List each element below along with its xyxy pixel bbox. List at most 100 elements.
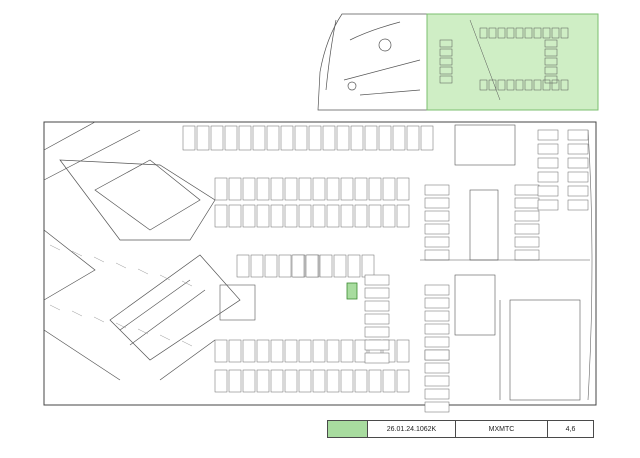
parking-stall <box>236 254 250 278</box>
parking-stall <box>291 254 305 278</box>
key-plan-stall <box>515 27 524 39</box>
parking-stall <box>354 204 368 228</box>
parking-stall <box>326 339 340 363</box>
parking-stall <box>214 204 228 228</box>
key-plan-stall <box>497 79 506 91</box>
parking-stall <box>308 125 322 151</box>
parking-stall <box>406 125 420 151</box>
parking-stall <box>424 284 450 296</box>
parking-stall <box>364 125 378 151</box>
key-plan-stall <box>542 79 551 91</box>
parking-stall <box>368 204 382 228</box>
parking-stall <box>266 125 280 151</box>
info-strip: 26.01.24.1062K МХМТС 4,6 <box>327 420 594 438</box>
parking-stall <box>424 388 450 400</box>
hatch-mark <box>93 256 105 263</box>
parking-stall <box>238 125 252 151</box>
parking-stall <box>305 254 319 278</box>
parking-stall <box>312 204 326 228</box>
parking-stall <box>424 197 450 209</box>
parking-stall <box>567 157 589 169</box>
parking-stall <box>361 254 375 278</box>
key-plan-stall <box>479 79 488 91</box>
parking-stall <box>214 369 228 393</box>
parking-stall <box>354 339 368 363</box>
parking-stall <box>424 336 450 348</box>
parking-stall <box>264 254 278 278</box>
parking-stall <box>347 254 361 278</box>
key-plan-stall <box>439 39 453 48</box>
parking-stall <box>350 125 364 151</box>
parking-stall <box>567 199 589 211</box>
parking-stall <box>340 339 354 363</box>
hatch-mark <box>115 262 127 269</box>
parking-stall <box>256 177 270 201</box>
parking-stall <box>280 125 294 151</box>
parking-stall <box>354 369 368 393</box>
parking-stall <box>424 210 450 222</box>
key-plan-stall <box>515 79 524 91</box>
parking-stall <box>182 125 196 151</box>
parking-stall <box>382 177 396 201</box>
parking-stall <box>396 339 410 363</box>
parking-stall <box>242 177 256 201</box>
key-plan-stall <box>439 75 453 84</box>
parking-stall <box>284 369 298 393</box>
key-plan-stall <box>560 27 569 39</box>
key-plan-stall <box>524 79 533 91</box>
parking-stall <box>382 369 396 393</box>
parking-stall <box>424 249 450 261</box>
hatch-mark <box>181 280 193 287</box>
key-plan-stall <box>544 39 558 48</box>
zone-label: МХМТС <box>456 421 548 437</box>
parking-stall <box>424 310 450 322</box>
highlighted-parking-space <box>346 282 358 300</box>
parking-stall <box>424 362 450 374</box>
plan-right-curve <box>587 129 593 401</box>
parking-stall <box>284 339 298 363</box>
hatch-mark <box>71 250 83 257</box>
parking-stall <box>424 349 450 361</box>
key-plan-stall <box>551 79 560 91</box>
hatch-mark <box>181 340 193 347</box>
parking-stall <box>567 143 589 155</box>
parking-stall <box>242 204 256 228</box>
hatch-mark <box>49 244 61 251</box>
parking-stall <box>514 210 540 222</box>
parking-stall <box>322 125 336 151</box>
parking-stall <box>298 177 312 201</box>
parking-stall <box>270 369 284 393</box>
parking-stall <box>228 339 242 363</box>
parking-stall <box>298 369 312 393</box>
key-plan-stall <box>533 27 542 39</box>
parking-stall <box>319 254 333 278</box>
parking-stall <box>284 204 298 228</box>
parking-stall <box>364 287 390 299</box>
parking-stall <box>396 177 410 201</box>
hatch-mark <box>137 328 149 335</box>
parking-stall <box>196 125 210 151</box>
parking-stall <box>364 339 390 351</box>
parking-stall <box>382 204 396 228</box>
parking-stall <box>298 339 312 363</box>
parking-stall <box>214 177 228 201</box>
hatch-mark <box>137 268 149 275</box>
parking-stall <box>284 177 298 201</box>
key-plan-stall <box>544 75 558 84</box>
parking-stall <box>298 204 312 228</box>
parking-stall <box>228 369 242 393</box>
parking-stall <box>364 274 390 286</box>
parking-stall <box>294 125 308 151</box>
parking-stall <box>392 125 406 151</box>
parking-stall <box>326 369 340 393</box>
parking-stalls <box>182 125 589 413</box>
parking-stall <box>396 369 410 393</box>
parking-stall <box>326 204 340 228</box>
parking-stall <box>424 236 450 248</box>
parking-stall <box>368 369 382 393</box>
hatch-mark <box>159 334 171 341</box>
key-plan-stall <box>439 48 453 57</box>
parking-stall <box>424 184 450 196</box>
parking-stall <box>537 199 559 211</box>
plan-outline <box>43 121 597 406</box>
